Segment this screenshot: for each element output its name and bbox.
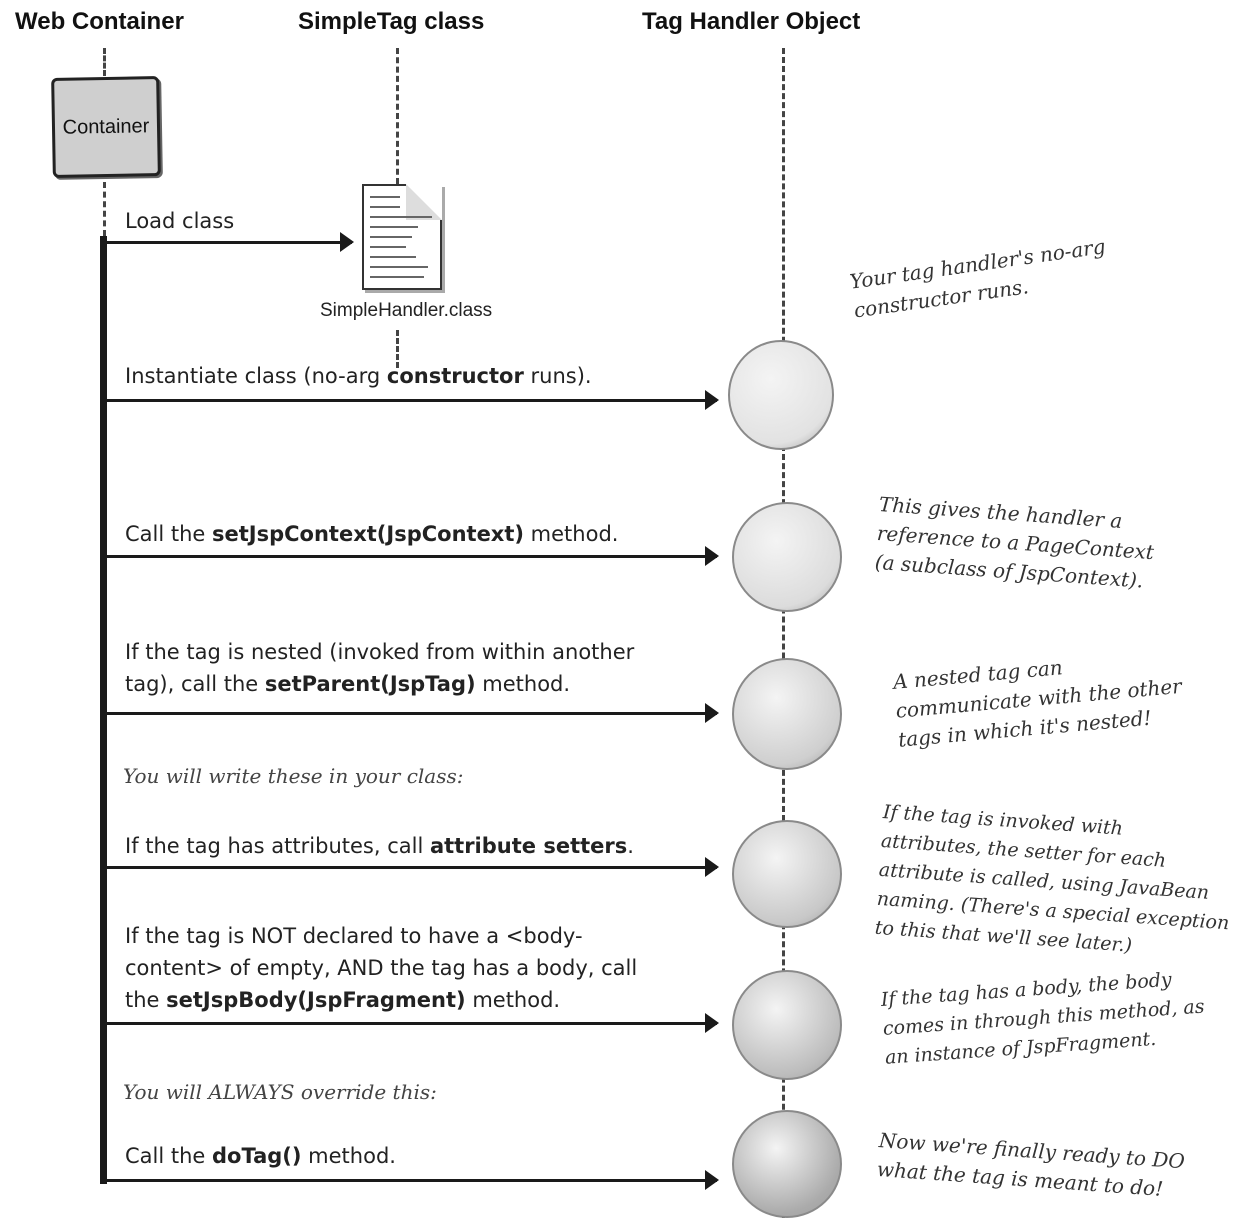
tag-handler-object-circle (732, 1110, 842, 1218)
tag-handler-object-circle (728, 340, 834, 450)
arrow-attribute-setters (107, 857, 719, 877)
step-instantiate: Instantiate class (no-arg constructor ru… (125, 360, 592, 392)
tag-handler-object-circle (732, 970, 842, 1080)
step-text-part: If the tag has attributes, call (125, 834, 430, 858)
simpletag-lifeline-bottom (396, 330, 399, 368)
container-activation-bar (100, 236, 107, 1184)
container-lifeline-top (103, 48, 106, 76)
step-attribute-setters: If the tag has attributes, call attribut… (125, 830, 634, 862)
arrow-setjspbody (107, 1013, 719, 1033)
arrow-load-class (107, 232, 354, 252)
step-setjspbody: If the tag is NOT declared to have a <bo… (125, 920, 637, 1016)
step-text-part: method. (524, 522, 619, 546)
step-text-part: runs). (523, 364, 592, 388)
binary-line (370, 226, 418, 228)
step-text-part: method. (301, 1144, 396, 1168)
header-web-container: Web Container (15, 8, 184, 35)
step-text-line: content> of empty, AND the tag has a bod… (125, 956, 638, 980)
section-note-write-these: You will write these in your class: (123, 764, 464, 788)
step-text-bold: attribute setters (429, 834, 628, 858)
binary-line (370, 216, 432, 218)
binary-line (370, 246, 406, 248)
class-file-icon (362, 184, 442, 290)
step-setparent: If the tag is nested (invoked from withi… (125, 636, 634, 700)
arrow-setparent (107, 703, 719, 723)
annotation-attribute-setters: If the tag is invoked with attributes, t… (874, 798, 1236, 967)
step-text-line: If the tag is NOT declared to have a <bo… (125, 924, 583, 948)
binary-line (370, 256, 416, 258)
page-fold (406, 184, 442, 220)
arrow-instantiate (107, 390, 719, 410)
step-text-part: . (627, 834, 634, 858)
arrow-setjspcontext (107, 546, 719, 566)
step-text-bold: setJspBody(JspFragment) (166, 988, 466, 1012)
class-file-label: SimpleHandler.class (320, 300, 493, 321)
binary-line (370, 206, 400, 208)
arrow-dotag (107, 1170, 719, 1190)
step-text-part: method. (465, 988, 561, 1012)
binary-line (370, 276, 424, 278)
step-setjspcontext: Call the setJspContext(JspContext) metho… (125, 518, 618, 550)
step-text-line: the setJspBody(JspFragment) method. (125, 984, 637, 1016)
annotation-body: If the tag has a body, the body comes in… (880, 964, 1207, 1073)
step-text-part: Instantiate class (no-arg (125, 364, 387, 388)
step-text-bold: setJspContext(JspContext) (212, 522, 524, 546)
binary-line (370, 236, 412, 238)
annotation-constructor: Your tag handler's no-arg constructor ru… (848, 232, 1111, 325)
step-text-part: tag), call the (125, 672, 265, 696)
step-text-part: Call the (125, 1144, 213, 1168)
header-tag-handler-object: Tag Handler Object (642, 8, 861, 35)
simpletag-lifeline-top (396, 48, 399, 184)
container-label: Container (62, 114, 150, 139)
step-text-bold: constructor (386, 364, 524, 388)
container-box: Container (51, 76, 161, 178)
annotation-pagecontext: This gives the handler a reference to a … (874, 490, 1157, 596)
binary-line (370, 196, 400, 198)
step-text-part: the (125, 988, 167, 1012)
step-load-class: Load class (125, 205, 234, 237)
tag-handler-object-circle (732, 658, 842, 770)
section-note-always-override: You will ALWAYS override this: (123, 1080, 437, 1104)
tag-handler-object-circle (732, 820, 842, 928)
step-text-bold: doTag() (212, 1144, 302, 1168)
tag-handler-lifeline (782, 48, 785, 1218)
step-text-line: If the tag is nested (invoked from withi… (125, 640, 635, 664)
binary-line (370, 266, 428, 268)
step-load-class-text: Load class (125, 209, 235, 233)
step-dotag: Call the doTag() method. (125, 1140, 396, 1172)
annotation-nested: A nested tag can communicate with the ot… (892, 643, 1185, 755)
step-text-part: method. (475, 672, 571, 696)
annotation-dotag: Now we're finally ready to DO what the t… (876, 1126, 1186, 1205)
header-simpletag-class: SimpleTag class (298, 8, 485, 35)
step-text-part: Call the (125, 522, 213, 546)
container-lifeline-mid (103, 182, 106, 236)
tag-handler-object-circle (732, 502, 842, 612)
step-text-line: tag), call the setParent(JspTag) method. (125, 668, 634, 700)
step-text-bold: setParent(JspTag) (264, 672, 476, 696)
